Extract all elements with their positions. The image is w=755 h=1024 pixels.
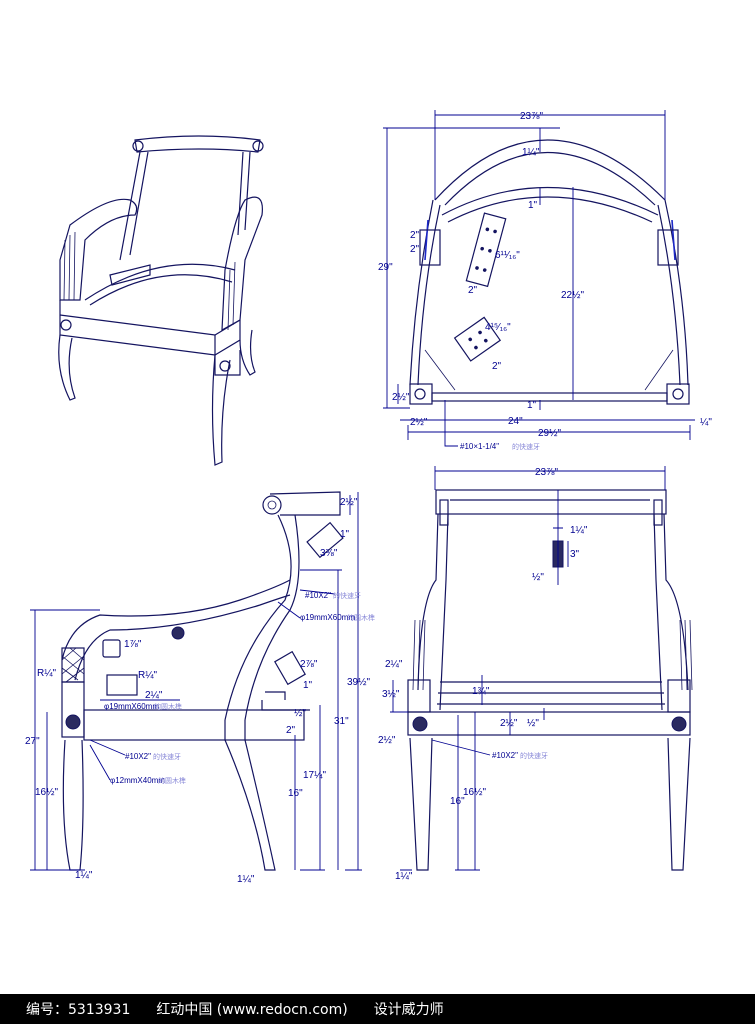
dim-radius-1: R¼" <box>37 667 57 679</box>
dim-plate2-length: 4¹⁵⁄₁₆" <box>485 322 511 333</box>
dim-inner-width: 24" <box>508 416 523 427</box>
dim-rail-gap: ½" <box>294 708 306 719</box>
dim-plate-width: 1" <box>340 529 350 540</box>
dim-front-seat-height: 16" <box>450 796 465 807</box>
dim-top-rail-height: 2½" <box>340 497 358 508</box>
dim-arm-total-height: 27" <box>25 736 40 747</box>
chair-technical-drawing: 23⅞" 1¼" 1" 22½" 29" 2" 2" 6¹¹⁄₁₆" 2" 4¹… <box>25 110 712 885</box>
dim-front-seat-height: 16½" <box>35 787 58 798</box>
watermark-footer: 编号：5313931 红动中国 (www.redocn.com) 设计威力师 <box>0 994 755 1024</box>
screw-note-cn: 的快速牙 <box>512 442 540 451</box>
dim-slat-height: 3" <box>570 549 580 560</box>
dim-plate1-length: 6¹¹⁄₁₆" <box>495 250 520 261</box>
dim-rail-height: 2" <box>286 725 296 736</box>
dim-leg-block: 2½" <box>378 735 396 746</box>
dim-top-width: 23⅞" <box>520 111 543 122</box>
front-screw-note-cn: 的快速牙 <box>520 751 548 760</box>
side-view: 2½" 1" 3⅜" #10X2" 的快速牙 φ19mmX60mm 的圆木榫 1… <box>25 491 375 885</box>
dim-overhang: ¼" <box>700 416 712 428</box>
dim-arm-width: 1⅞" <box>124 639 142 650</box>
dim-plate2-width: 2" <box>492 361 502 372</box>
dowel-note-3: φ12mmX40mm <box>110 776 165 785</box>
screw-note-2: #10X2" <box>125 752 151 761</box>
dowel-note-3-cn: 的圆木榫 <box>158 776 186 785</box>
dim-seat-height: 16" <box>288 788 303 799</box>
dowel-note-2-cn: 的圆木榫 <box>154 702 182 711</box>
dowel-note-1-cn: 的圆木榫 <box>347 613 375 622</box>
dim-front-rail-step: ½" <box>527 718 539 729</box>
dim-slat-width: 1¼" <box>570 524 588 536</box>
image-id: 编号：5313931 <box>26 1002 131 1018</box>
dim-radius-2: R¼" <box>138 669 158 681</box>
perspective-view <box>58 135 264 466</box>
site-credit: 红动中国 (www.redocn.com) <box>156 1002 348 1018</box>
dim-back-foot: 1¼" <box>237 873 255 885</box>
front-view: 23⅞" 1¼" 3" ½" 2¼" 3½" 1¾" 2½" ½" 2½" #1… <box>378 466 693 882</box>
top-view: 23⅞" 1¼" 1" 22½" 29" 2" 2" 6¹¹⁄₁₆" 2" 4¹… <box>378 110 712 451</box>
dim-front-foot: 1¼" <box>395 870 413 882</box>
dowel-note-1: φ19mmX60mm <box>300 613 355 622</box>
dim-front-seat-height-2: 16½" <box>463 787 486 798</box>
dim-front-rail: 1" <box>527 400 537 411</box>
dim-front-rail-height: 2½" <box>500 718 518 729</box>
dowel-note-2: φ19mmX60mm <box>104 702 159 711</box>
dim-arm-post: 2¼" <box>385 658 403 670</box>
dim-bracket-a: 2" <box>410 230 420 241</box>
dim-corner-height: 2½" <box>392 392 410 403</box>
dim-front-top-width: 23⅞" <box>535 467 558 478</box>
dim-seat-slat: 1¾" <box>472 686 490 697</box>
dim-plate2-width: 1" <box>303 680 313 691</box>
dim-overall-depth: 29" <box>378 262 393 273</box>
front-screw-note: #10X2" <box>492 751 518 760</box>
screw-note-1: #10X2" <box>305 591 331 600</box>
dim-depth: 22½" <box>561 290 584 301</box>
dim-back-height: 31" <box>334 716 349 727</box>
dim-overall-width: 29½" <box>538 428 561 439</box>
author-credit: 设计威力师 <box>373 1002 444 1018</box>
dim-arm-block: 3½" <box>382 689 400 700</box>
dim-corner-width: 2½" <box>410 417 428 428</box>
screw-note: #10×1-1/4" <box>460 442 499 451</box>
dim-plate1-width: 2" <box>468 285 478 296</box>
dim-rail-thickness: 1¼" <box>522 146 540 158</box>
dim-total-height: 39½" <box>347 677 370 688</box>
dim-inner-rail: 1" <box>528 200 538 211</box>
dim-slat-step: ½" <box>532 572 544 583</box>
screw-note-2-cn: 的快速牙 <box>153 752 181 761</box>
dim-plate-length: 3⅜" <box>320 548 338 559</box>
dim-plate2-length: 2⅞" <box>300 659 318 670</box>
dim-front-foot: 1¼" <box>75 869 93 881</box>
screw-note-1-cn: 的快速牙 <box>333 591 361 600</box>
dim-seat-back-height: 17¼" <box>303 769 326 781</box>
dim-bracket-b: 2" <box>410 244 420 255</box>
dim-arm-height: 2¼" <box>145 689 163 701</box>
